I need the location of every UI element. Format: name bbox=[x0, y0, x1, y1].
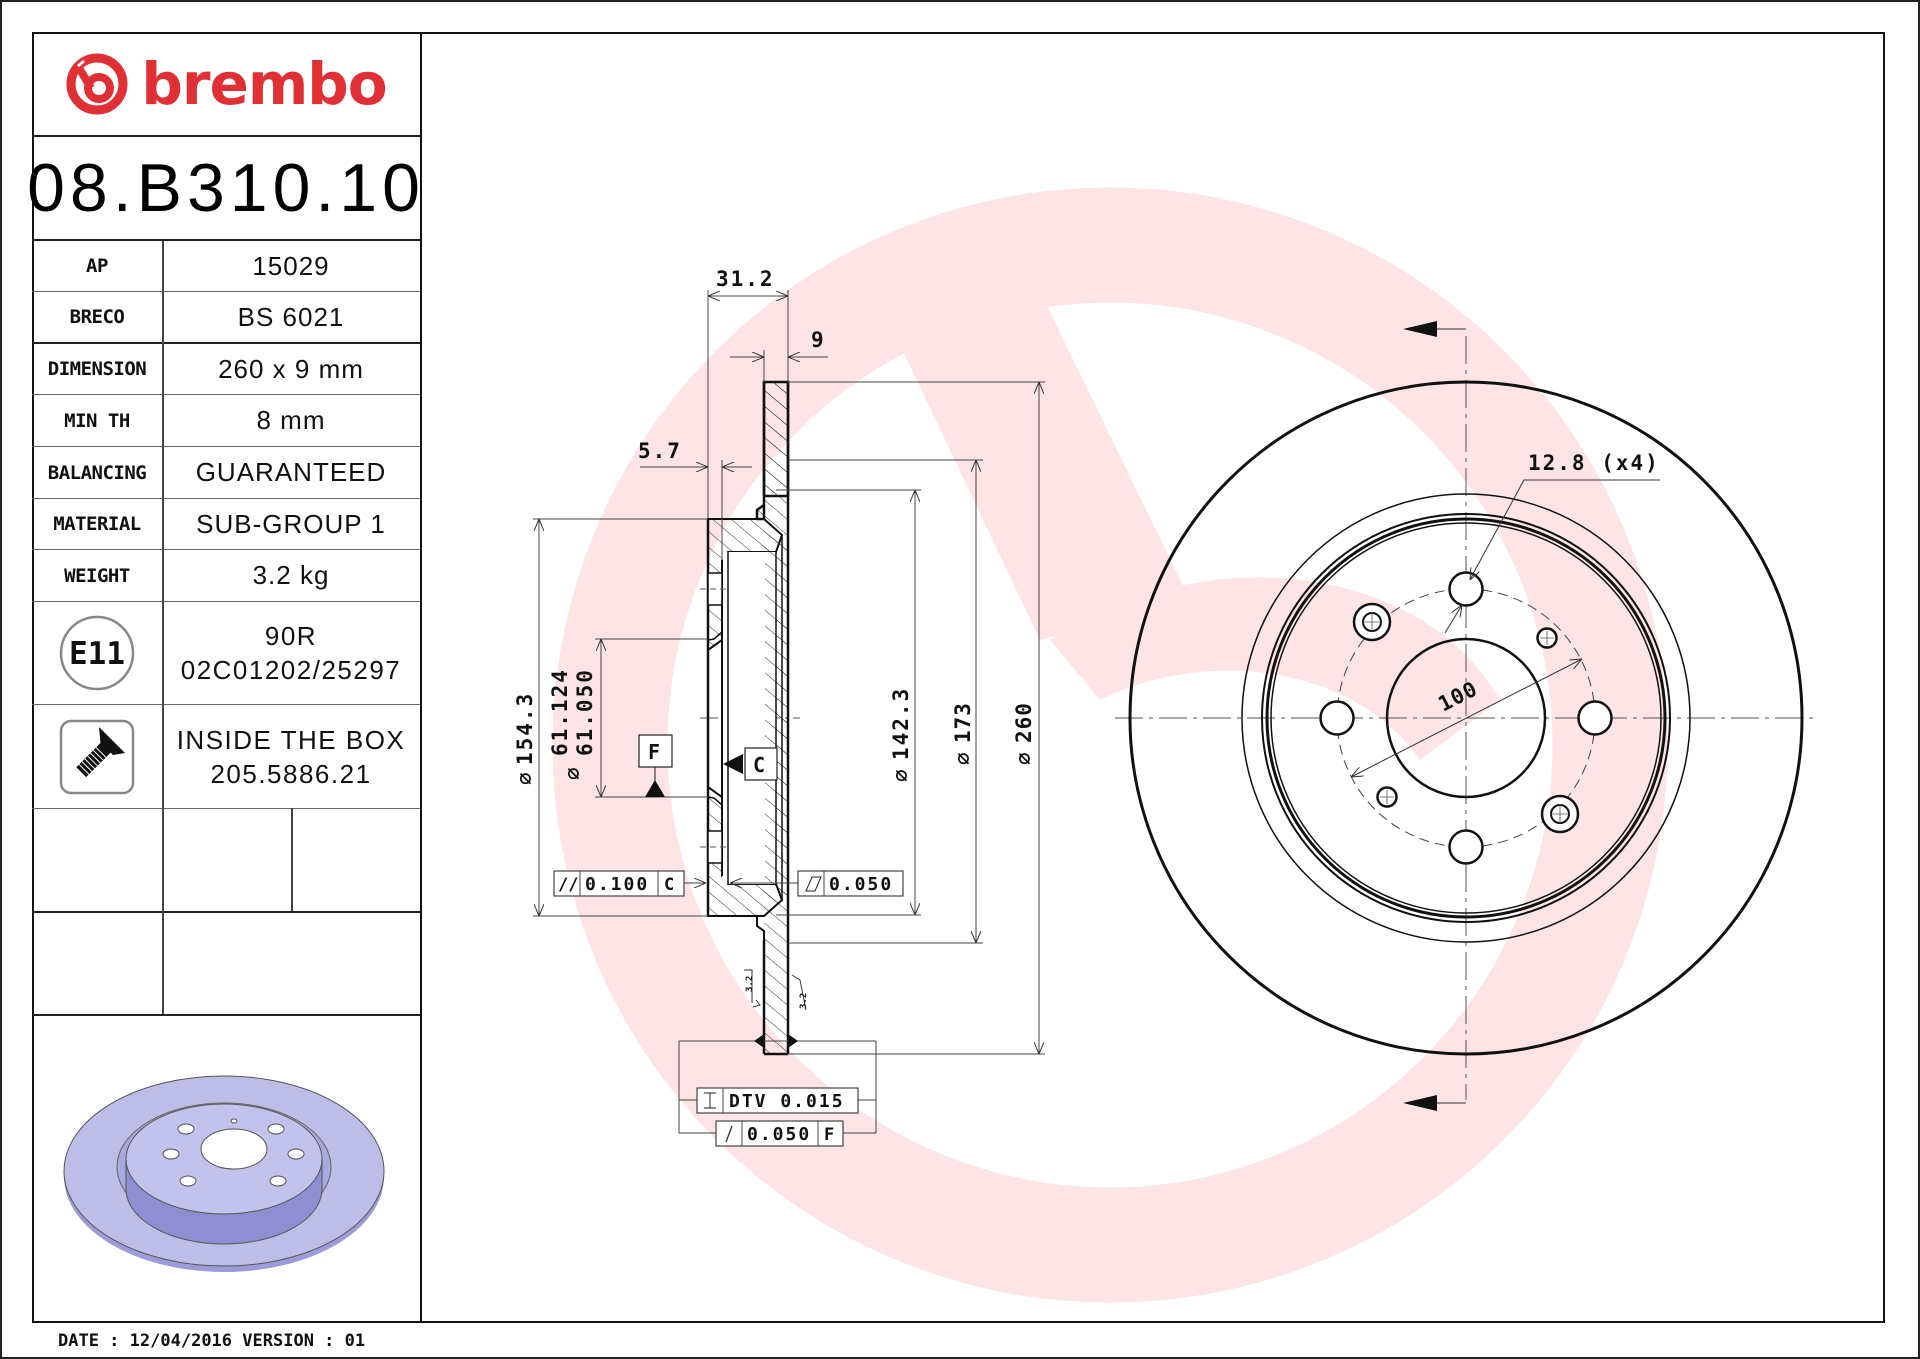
dim-thickness: 9 bbox=[811, 328, 824, 352]
runout-datum: F bbox=[824, 1125, 834, 1145]
title-block: brembo 08.B310.10 AP 15029 BRECO BS 6021… bbox=[27, 32, 422, 1323]
product-render bbox=[32, 1016, 420, 1321]
spec-value-balancing: GUARANTEED bbox=[195, 457, 387, 487]
dim-d154: 154.3 bbox=[513, 692, 537, 765]
diameter-symbol: ⌀ bbox=[951, 752, 975, 765]
brand-logo: brembo bbox=[32, 32, 420, 135]
dim-d173: 173 bbox=[951, 702, 975, 743]
revision-footer: DATE : 12/04/2016 VERSION : 01 bbox=[58, 1331, 365, 1351]
screw-icon bbox=[59, 719, 135, 794]
brake-disc-3d-image bbox=[63, 1075, 385, 1272]
dim-d61-lower: 61.050 bbox=[573, 668, 597, 756]
dtv-value: DTV 0.015 bbox=[729, 1091, 845, 1112]
dim-d142: 142.3 bbox=[889, 687, 913, 760]
parallelism-symbol: // bbox=[558, 875, 578, 895]
divider bbox=[32, 135, 420, 137]
hardware-line2: 205.5886.21 bbox=[210, 758, 372, 789]
part-number: 08.B310.10 bbox=[27, 137, 420, 239]
diameter-symbol: ⌀ bbox=[889, 769, 913, 782]
flatness-value: 0.050 bbox=[829, 874, 893, 895]
column-divider bbox=[291, 808, 293, 911]
date-label: DATE : bbox=[58, 1331, 120, 1351]
hardware-line1: INSIDE THE BOX bbox=[176, 724, 406, 755]
spec-value-breco: BS 6021 bbox=[237, 301, 345, 332]
roughness-right: 3.2 bbox=[799, 993, 809, 1009]
version-value: 01 bbox=[344, 1331, 366, 1351]
spec-label-ap: AP bbox=[86, 255, 108, 277]
dtv-tolerance-frame bbox=[678, 1034, 877, 1133]
dim-overall-width: 31.2 bbox=[716, 267, 775, 291]
homologation-line1: 90R bbox=[264, 621, 318, 651]
diameter-symbol: ⌀ bbox=[1012, 752, 1036, 765]
section-view bbox=[533, 290, 1045, 1147]
drawing-frame bbox=[32, 32, 1885, 1323]
spec-label-material: MATERIAL bbox=[53, 513, 141, 535]
spec-value-dimension: 260 x 9 mm bbox=[218, 353, 364, 384]
date-value: 12/04/2016 bbox=[129, 1331, 233, 1351]
parallelism-value: 0.100 bbox=[585, 874, 649, 895]
roughness-left: 3.2 bbox=[745, 976, 755, 992]
spec-label-breco: BRECO bbox=[69, 306, 125, 328]
homologation-info: 90R 02C01202/25297 bbox=[162, 602, 420, 704]
homologation-icon-cell: E11 bbox=[32, 602, 162, 704]
spec-label-dimension: DIMENSION bbox=[47, 358, 147, 380]
spec-value-material: SUB-GROUP 1 bbox=[196, 508, 386, 539]
hardware-icon-cell bbox=[32, 705, 162, 808]
dim-hat-wall: 5.7 bbox=[638, 439, 682, 463]
hardware-info: INSIDE THE BOX 205.5886.21 bbox=[162, 705, 420, 808]
e11-approval-icon: E11 bbox=[59, 615, 135, 691]
column-divider bbox=[162, 241, 164, 1014]
dim-d61-upper: 61.124 bbox=[548, 668, 572, 756]
part-number-text: 08.B310.10 bbox=[27, 150, 425, 226]
spec-value-min-th: 8 mm bbox=[256, 405, 326, 435]
hole-callout: 12.8 (x4) bbox=[1528, 451, 1660, 475]
homologation-line2: 02C01202/25297 bbox=[180, 655, 402, 685]
front-view bbox=[1115, 321, 1818, 1111]
dim-d260: 260 bbox=[1012, 702, 1036, 743]
diameter-symbol: ⌀ bbox=[561, 767, 585, 780]
spec-label-weight: WEIGHT bbox=[64, 564, 130, 587]
section-view-labels: 31.2 9 5.7 ⌀ 154.3 ⌀ 61.124 61.050 ⌀ 142… bbox=[513, 267, 1036, 1145]
brand-name: brembo bbox=[141, 49, 387, 118]
version-label: VERSION : bbox=[242, 1331, 335, 1351]
datum-f-label: F bbox=[648, 740, 660, 764]
brembo-logo-icon bbox=[66, 53, 128, 114]
spec-value-weight: 3.2 kg bbox=[252, 560, 330, 590]
spec-label-balancing: BALANCING bbox=[47, 461, 147, 484]
flatness-tolerance-frame bbox=[730, 870, 904, 897]
e11-mark-text: E11 bbox=[69, 636, 125, 672]
spec-label-min-th: MIN TH bbox=[64, 409, 130, 432]
runout-value: 0.050 bbox=[747, 1124, 811, 1145]
parallelism-datum: C bbox=[664, 875, 674, 895]
divider bbox=[32, 239, 420, 241]
datum-c-label: C bbox=[753, 753, 765, 777]
runout-tolerance-frame bbox=[679, 1120, 876, 1147]
spec-value-ap: 15029 bbox=[252, 250, 330, 281]
parallelism-tolerance-frame bbox=[553, 870, 706, 897]
diameter-symbol: ⌀ bbox=[513, 772, 537, 785]
